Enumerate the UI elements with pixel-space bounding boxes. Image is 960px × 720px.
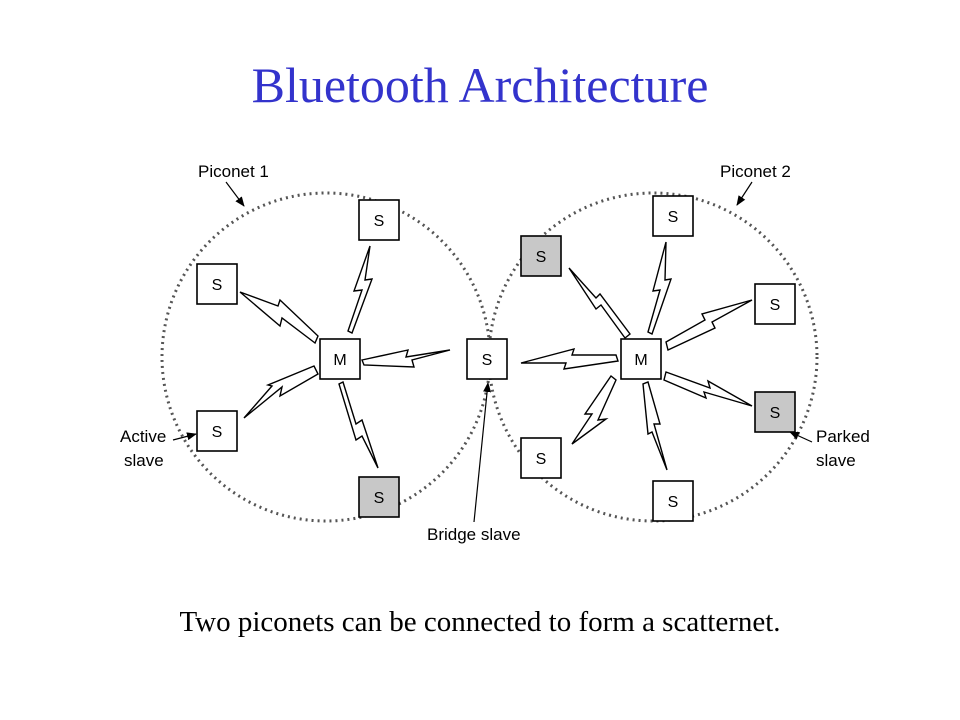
active-slave-pointer xyxy=(172,432,197,441)
node-slave-1-top: S xyxy=(358,199,400,241)
parked-slave-pointer xyxy=(789,431,813,443)
node-slave-2-parked-right: S xyxy=(754,391,796,433)
link-m1-s-upper-left xyxy=(239,291,319,345)
link-m2-s-bottom xyxy=(642,381,668,471)
link-m1-s-top xyxy=(347,245,374,334)
svg-text:S: S xyxy=(668,494,679,511)
label-parked-slave-line1: Parked xyxy=(816,427,870,446)
node-master-2: M xyxy=(620,338,662,380)
svg-text:S: S xyxy=(536,451,547,468)
svg-text:S: S xyxy=(212,424,223,441)
link-m2-s-top xyxy=(647,241,673,335)
link-m1-s-active xyxy=(243,365,319,419)
label-piconet-1: Piconet 1 xyxy=(198,162,269,181)
slide-caption: Two piconets can be connected to form a … xyxy=(179,606,781,638)
svg-text:M: M xyxy=(634,352,647,369)
link-m1-bridge xyxy=(361,349,451,368)
bridge-slave-pointer xyxy=(473,382,492,523)
label-active-slave-line2: slave xyxy=(124,451,164,470)
svg-text:S: S xyxy=(770,405,781,422)
svg-text:S: S xyxy=(536,249,547,266)
link-m2-s-parked-right xyxy=(663,371,753,407)
node-slave-2-lower-left: S xyxy=(520,437,562,479)
label-piconet-2: Piconet 2 xyxy=(720,162,791,181)
link-m2-bridge xyxy=(520,347,619,370)
wireless-links xyxy=(239,241,753,471)
label-active-slave-line1: Active xyxy=(120,427,166,446)
node-slave-2-top: S xyxy=(652,195,694,237)
node-slave-1-upper-left: S xyxy=(196,263,238,305)
node-slave-2-right: S xyxy=(754,283,796,325)
link-m2-s-parked-top xyxy=(568,267,631,340)
piconet-2-pointer xyxy=(736,181,753,206)
svg-text:S: S xyxy=(482,352,493,369)
link-m2-s-lower-left xyxy=(571,374,617,445)
svg-text:S: S xyxy=(770,297,781,314)
svg-text:M: M xyxy=(333,352,346,369)
svg-text:S: S xyxy=(212,277,223,294)
svg-text:S: S xyxy=(374,213,385,230)
link-m1-s-parked-bottom xyxy=(338,381,379,469)
link-m2-s-right xyxy=(665,299,753,351)
node-master-1: M xyxy=(319,338,361,380)
node-slave-1-parked: S xyxy=(358,476,400,518)
label-parked-slave-line2: slave xyxy=(816,451,856,470)
label-bridge-slave: Bridge slave xyxy=(427,525,521,544)
piconet-1-pointer xyxy=(225,181,245,207)
svg-text:S: S xyxy=(668,209,679,226)
slide-title: Bluetooth Architecture xyxy=(251,57,709,113)
svg-text:S: S xyxy=(374,490,385,507)
node-slave-1-active: S xyxy=(196,410,238,452)
piconet-2-boundary xyxy=(487,191,819,523)
node-slave-2-parked-top: S xyxy=(520,235,562,277)
node-bridge-slave: S xyxy=(466,338,508,380)
node-slave-2-bottom: S xyxy=(652,480,694,522)
